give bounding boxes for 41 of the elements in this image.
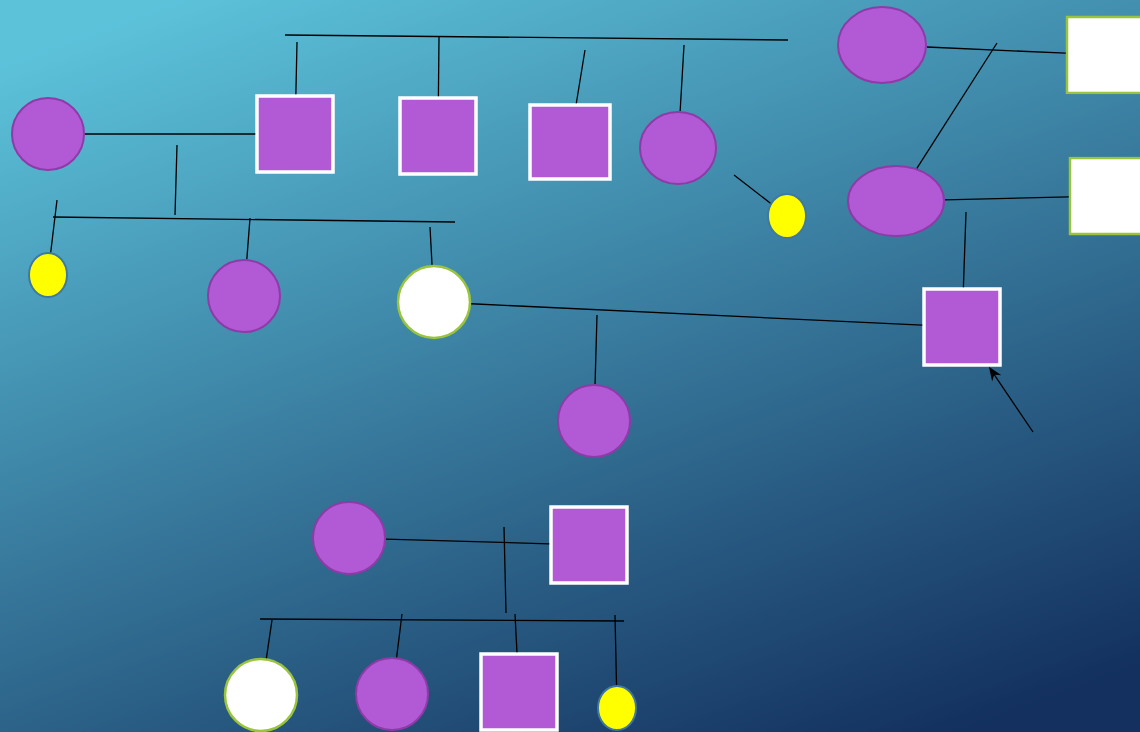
connector-line xyxy=(265,619,273,659)
connector-line xyxy=(614,614,618,686)
square-symbol xyxy=(398,96,478,176)
circle-symbol xyxy=(557,384,631,458)
connector-line xyxy=(246,217,251,260)
connector-line xyxy=(437,36,440,97)
square-symbol xyxy=(255,94,335,174)
circle-symbol xyxy=(207,259,281,333)
connector-line xyxy=(470,303,923,326)
connector-line xyxy=(84,133,256,135)
square-symbol xyxy=(1065,15,1140,95)
circle-symbol xyxy=(639,111,717,185)
connector-line xyxy=(926,46,1067,54)
square-symbol xyxy=(549,505,629,585)
circle-symbol xyxy=(355,657,429,731)
circle-symbol xyxy=(396,264,472,340)
circle-symbol xyxy=(597,685,637,731)
square-symbol xyxy=(1068,156,1140,236)
square-symbol xyxy=(922,287,1002,367)
connector-line xyxy=(916,42,998,170)
connector-line xyxy=(385,538,550,545)
circle-symbol xyxy=(312,501,386,575)
circle-symbol xyxy=(767,193,807,239)
connector-line xyxy=(295,41,298,95)
circle-symbol xyxy=(847,165,945,237)
connector-line xyxy=(944,196,1070,201)
connector-line xyxy=(962,211,967,288)
circle-symbol xyxy=(28,252,68,298)
circle-symbol xyxy=(11,97,85,171)
connector-line xyxy=(50,199,58,253)
connector-line xyxy=(429,226,433,266)
connector-line xyxy=(395,613,403,658)
connector-line xyxy=(679,44,685,112)
connector-line xyxy=(575,49,586,104)
square-symbol xyxy=(528,103,612,181)
connector-line xyxy=(594,314,598,385)
square-symbol xyxy=(479,652,559,732)
connector-line xyxy=(514,613,518,653)
connector-line xyxy=(733,174,772,204)
circle-symbol xyxy=(837,6,927,84)
circle-symbol xyxy=(223,657,299,732)
